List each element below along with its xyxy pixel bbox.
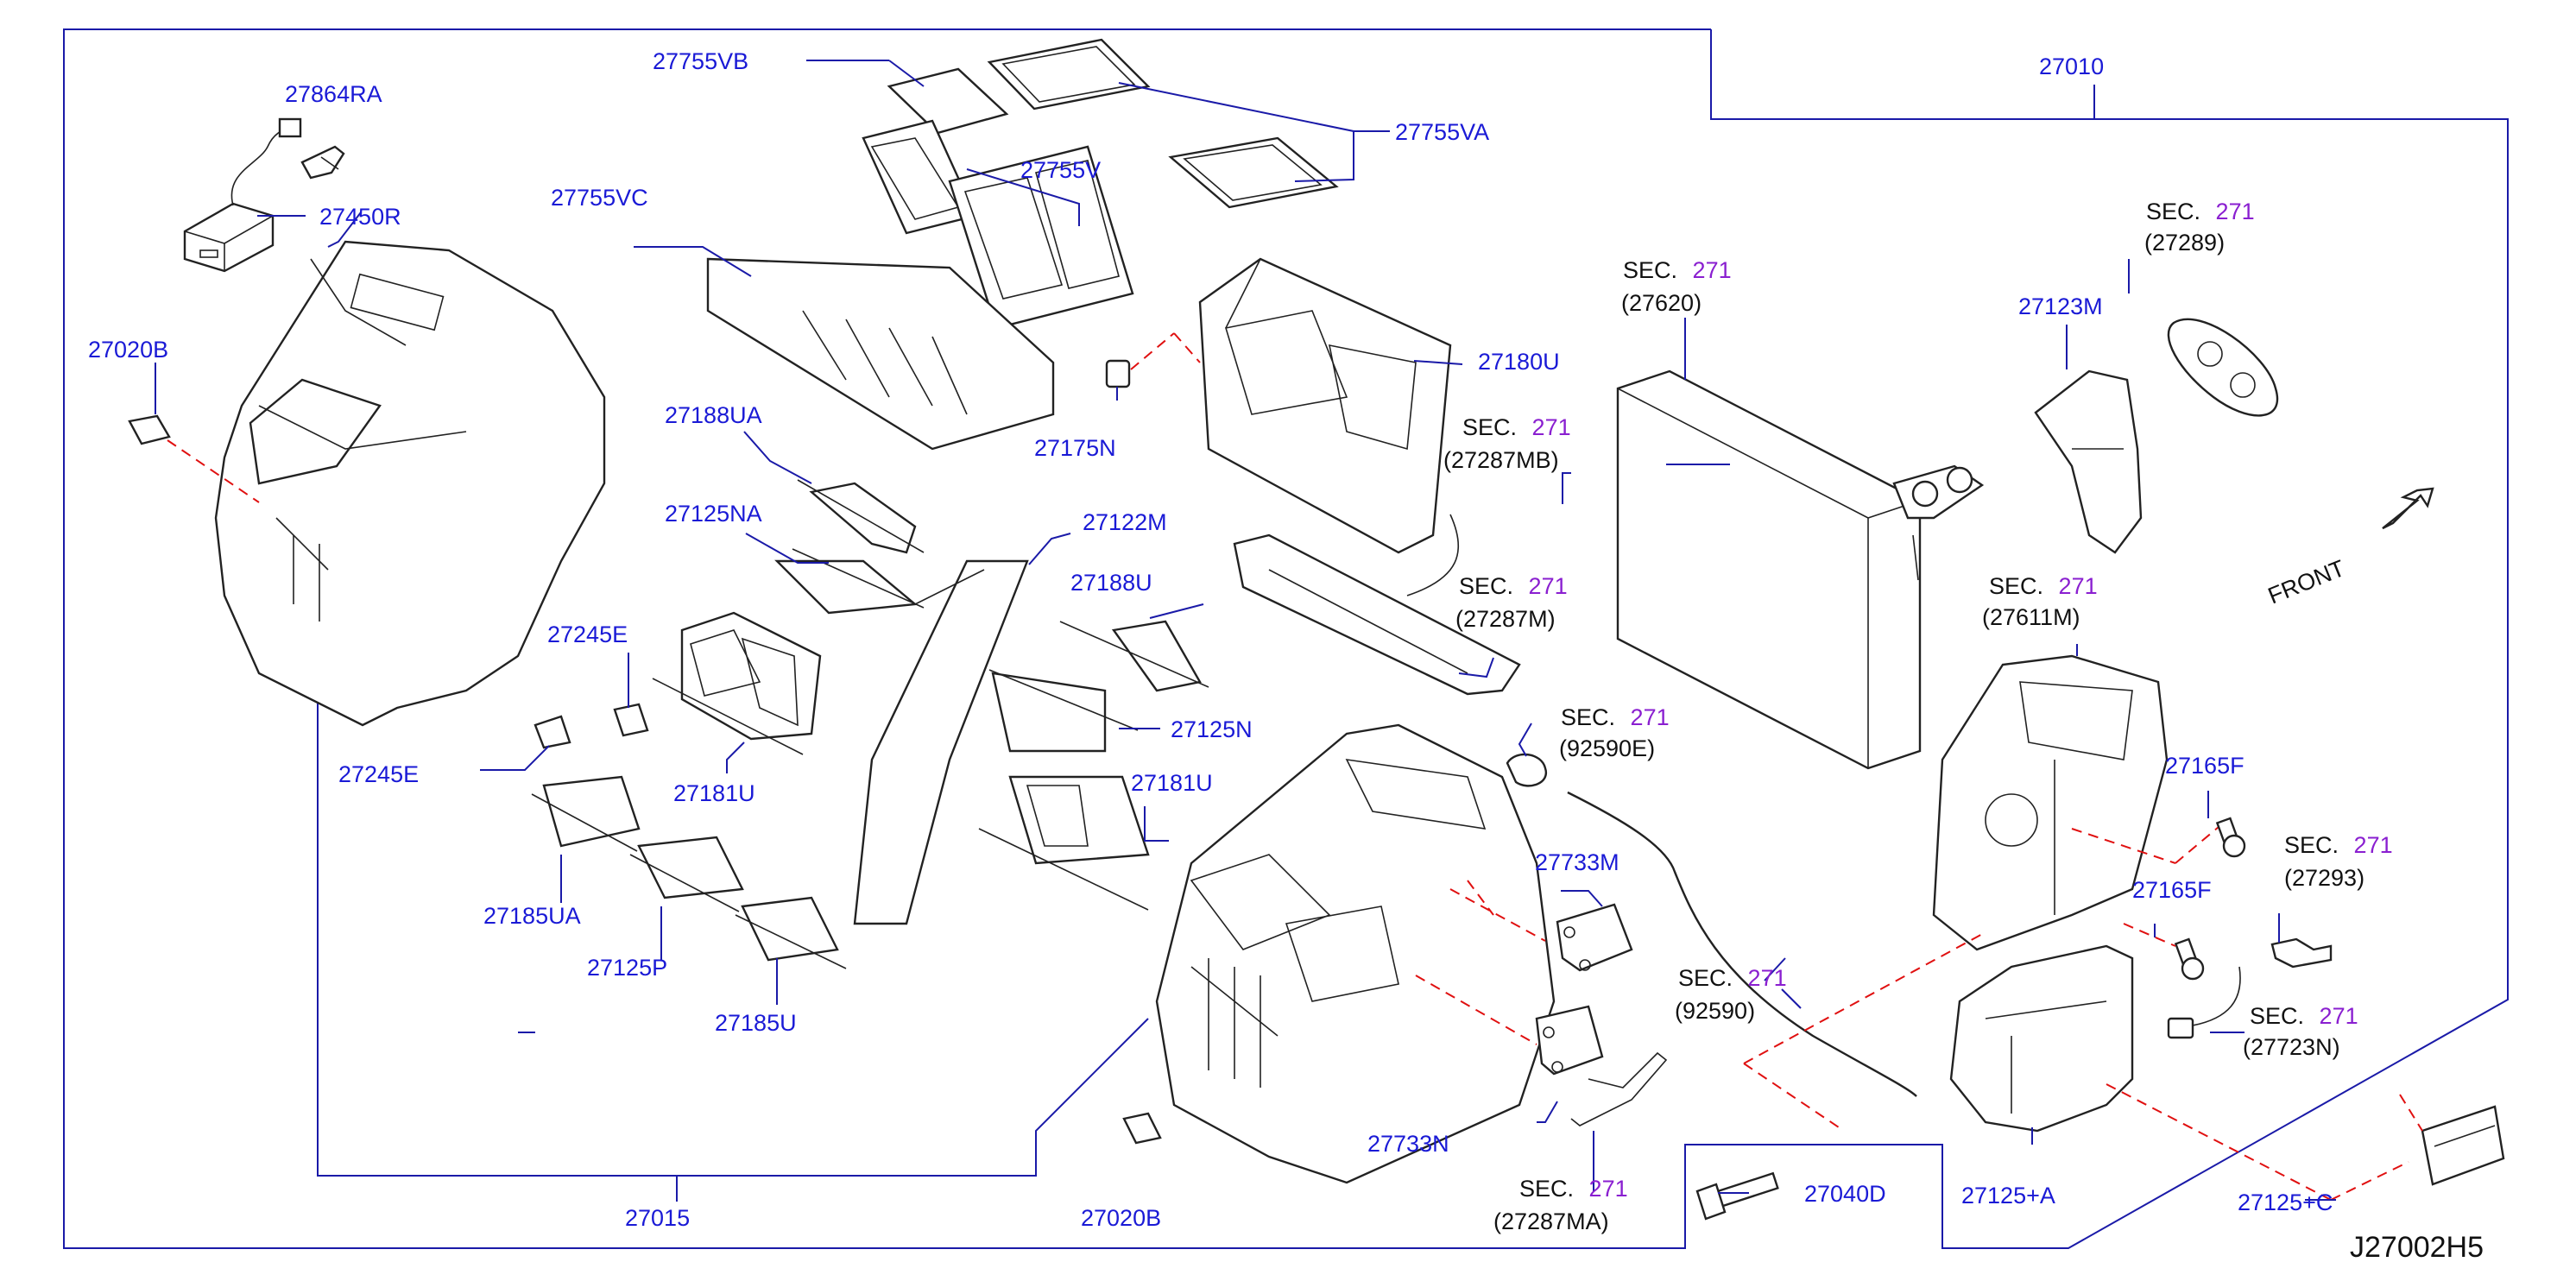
sec-ref-27287MA-heading: SEC. 271 [1519,1176,1628,1202]
part-main-housing-drawing [1155,723,1556,1184]
label-27733N: 27733N [1367,1131,1449,1157]
part-27293-drawing [2270,937,2333,969]
label-27185U: 27185U [715,1010,797,1036]
part-27180U-drawing [1198,257,1452,554]
sec-ref-27620-heading: SEC. 271 [1623,257,1732,283]
diagram-code: J27002H5 [2350,1231,2484,1264]
label-27015: 27015 [625,1205,690,1231]
sec-ref-27611M: (27611M) [1982,604,2080,630]
label-27165F-upper: 27165F [2165,753,2245,779]
label-27185UA: 27185UA [483,903,581,929]
part-27733N-drawing [1535,1005,1668,1126]
sec-ref-27287MB-heading: SEC. 271 [1462,414,1571,440]
part-27015-drawing [214,240,606,727]
part-doors-drawing [531,479,1209,969]
sec-ref-27289: (27289) [2144,230,2225,256]
label-27181U-left: 27181U [673,780,755,806]
label-27123M: 27123M [2018,293,2103,319]
sec-ref-27287MB: (27287MB) [1443,447,1559,473]
label-27188U: 27188U [1070,570,1152,596]
part-27723N-drawing [2167,966,2241,1039]
sec-ref-27287MA: (27287MA) [1493,1208,1609,1234]
label-27125P: 27125P [587,955,667,981]
part-27125A-drawing [1743,931,2134,1133]
sec-ref-27289-heading: SEC. 271 [2146,199,2255,224]
label-27245E-upper: 27245E [547,622,628,647]
sec-ref-27723N: (27723N) [2243,1034,2340,1060]
part-27020B-top-drawing [128,414,260,503]
leader-lines [155,60,2336,1201]
part-evaporator-drawing [1616,369,1985,770]
label-27175N: 27175N [1034,435,1116,461]
part-27122M-drawing [853,559,1029,925]
sec-ref-27723N-heading: SEC. 271 [2250,1003,2358,1029]
sec-ref-27611M-heading: SEC. 271 [1989,573,2098,599]
label-27180U: 27180U [1478,349,1560,375]
label-27733M: 27733M [1535,849,1619,875]
label-27755VC: 27755VC [551,185,648,211]
assembly-boundary [63,28,2509,1249]
label-27125A: 27125+A [1961,1183,2055,1208]
sec-ref-27293-heading: SEC. 271 [2284,832,2393,858]
part-92590-hose-drawing [1567,791,1917,1097]
part-27450R-drawing [183,117,302,273]
label-27245E-lower: 27245E [338,761,419,787]
label-27165F-lower: 27165F [2132,877,2212,903]
label-27125NA: 27125NA [665,501,762,527]
front-label: FRONT [2264,555,2348,609]
sec-ref-27620: (27620) [1621,290,1702,316]
label-27755VA: 27755VA [1395,119,1489,145]
sec-ref-92590: (92590) [1675,998,1755,1024]
sec-ref-27287M: (27287M) [1455,606,1556,632]
label-27450R: 27450R [319,204,401,230]
labels: 27010 27864RA 27450R 27020B 27755VB 2775… [88,48,2484,1264]
label-27010: 27010 [2039,54,2104,79]
part-27175N-drawing [1105,332,1201,388]
part-27123M-drawing [2034,369,2143,554]
sec-ref-27293: (27293) [2284,865,2364,891]
part-27020B-bottom-drawing [1122,1112,1162,1145]
part-27165F-upper-drawing [2215,817,2246,858]
part-27165F-lower-drawing [2123,923,2205,981]
part-92590E-drawing [1506,753,1548,787]
sec-ref-92590E-heading: SEC. 271 [1561,704,1670,730]
part-27287M-drawing [1233,514,1521,696]
label-27864RA: 27864RA [285,81,382,107]
label-27125N: 27125N [1171,716,1253,742]
part-27733M-drawing [1556,903,1633,972]
part-27611M-drawing [1932,654,2219,951]
label-27122M: 27122M [1083,509,1167,535]
sec-ref-92590E: (92590E) [1559,735,1655,761]
sec-ref-27287M-heading: SEC. 271 [1459,573,1568,599]
part-filters-drawing [706,38,1339,451]
sec-ref-92590-heading: SEC. 271 [1678,965,1787,991]
label-27020B-top: 27020B [88,337,168,363]
label-27040D: 27040D [1804,1181,1886,1207]
part-27125C-drawing [2106,1083,2505,1201]
part-27864RA-drawing [300,145,345,180]
label-27755V: 27755V [1020,157,1101,183]
label-27755VB: 27755VB [653,48,748,74]
front-arrow-icon [2382,487,2434,530]
label-27020B-bottom: 27020B [1081,1205,1161,1231]
label-27125C: 27125+C [2238,1190,2333,1215]
part-27040D-drawing [1695,1171,1779,1221]
label-27181U-right: 27181U [1131,770,1213,796]
label-27188UA: 27188UA [665,402,762,428]
part-27289-drawing [2167,318,2279,417]
